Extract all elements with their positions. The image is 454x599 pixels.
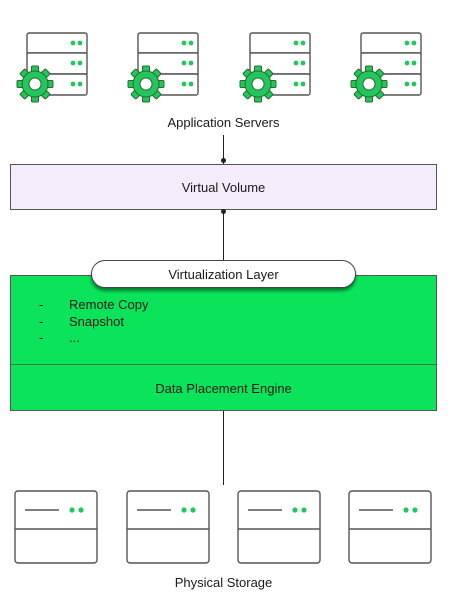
connector-line [223, 135, 224, 164]
application-servers-label: Application Servers [167, 115, 280, 130]
virtualization-layer-title: Virtualization Layer [91, 260, 356, 288]
connector-line [223, 411, 224, 485]
layer-divider [11, 364, 436, 365]
connector-line [223, 212, 224, 262]
connector-dot [221, 158, 226, 163]
physical-storage-label: Physical Storage [174, 575, 273, 590]
virtualization-layer-box: -Remote Copy -Snapshot -... Data Placeme… [10, 275, 437, 411]
virtual-volume-box: Virtual Volume [10, 164, 437, 210]
data-placement-engine-box: Data Placement Engine [11, 365, 436, 411]
data-placement-engine-label: Data Placement Engine [155, 380, 292, 396]
application-servers [16, 32, 422, 103]
connector-dot [221, 209, 226, 214]
physical-storage-drives [14, 490, 432, 564]
virtual-volume-label: Virtual Volume [181, 179, 266, 195]
feature-item: -Remote Copy [39, 297, 149, 312]
feature-item: -... [39, 330, 80, 345]
feature-item: -Snapshot [39, 314, 124, 329]
virtualization-layer-label: Virtualization Layer [168, 266, 279, 282]
